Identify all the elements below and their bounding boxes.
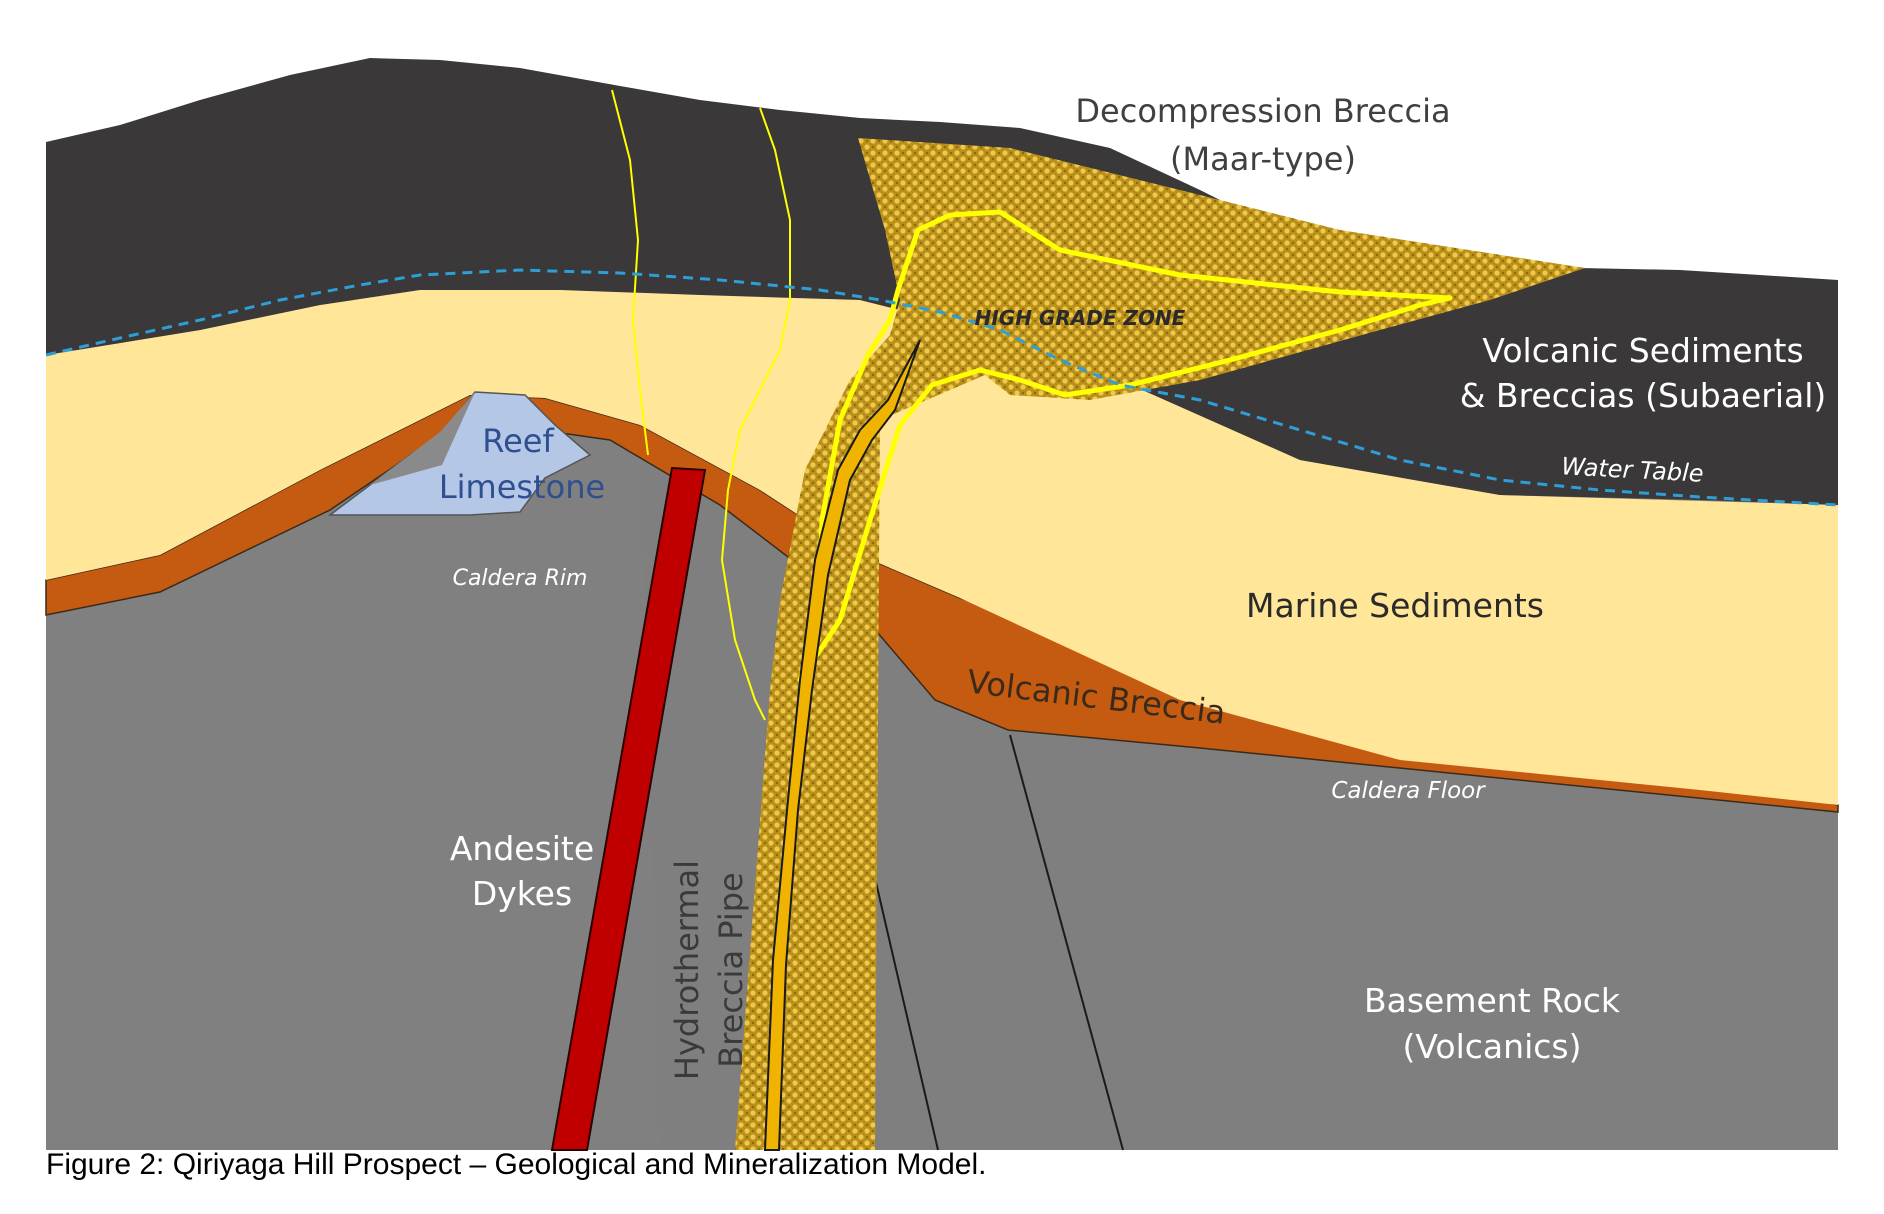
label-breccia-pipe-1: Hydrothermal <box>668 860 706 1080</box>
label-andesite-dykes-2: Dykes <box>472 874 572 913</box>
label-high-grade-zone: HIGH GRADE ZONE <box>975 306 1186 330</box>
label-volcanic-sediments-1: Volcanic Sediments <box>1482 331 1803 370</box>
andesite-dyke <box>550 466 707 1151</box>
label-reef-limestone-2: Limestone <box>439 468 605 506</box>
label-caldera-rim: Caldera Rim <box>453 566 588 591</box>
caldera-rim <box>46 395 660 1150</box>
label-decompression-breccia-1: Decompression Breccia <box>1075 92 1450 130</box>
reef-limestone-gray-wedge <box>370 392 475 485</box>
label-volcanic-sediments-2: & Breccias (Subaerial) <box>1460 376 1827 415</box>
label-reef-limestone-1: Reef <box>482 422 554 460</box>
label-decompression-breccia-2: (Maar-type) <box>1170 140 1356 178</box>
fault-line-2 <box>1009 734 1124 1151</box>
label-basement-rock-2: (Volcanics) <box>1403 1027 1582 1066</box>
fracture-line-2 <box>720 107 791 721</box>
label-breccia-pipe-2: Breccia Pipe <box>712 872 750 1067</box>
label-andesite-dykes-1: Andesite <box>450 829 594 868</box>
fracture-line-1 <box>611 89 649 456</box>
label-caldera-floor: Caldera Floor <box>1331 778 1486 804</box>
high-grade-zone-outline <box>797 209 1453 683</box>
central-vein <box>763 339 921 1151</box>
label-marine-sediments: Marine Sediments <box>1246 586 1544 625</box>
figure-caption: Figure 2: Qiriyaga Hill Prospect – Geolo… <box>46 1148 987 1181</box>
water-table-line <box>45 268 1839 507</box>
marine-sediments-layer <box>46 290 1838 805</box>
breccia-pipe-and-maar <box>735 138 1585 1150</box>
label-basement-rock-1: Basement Rock <box>1364 981 1621 1020</box>
